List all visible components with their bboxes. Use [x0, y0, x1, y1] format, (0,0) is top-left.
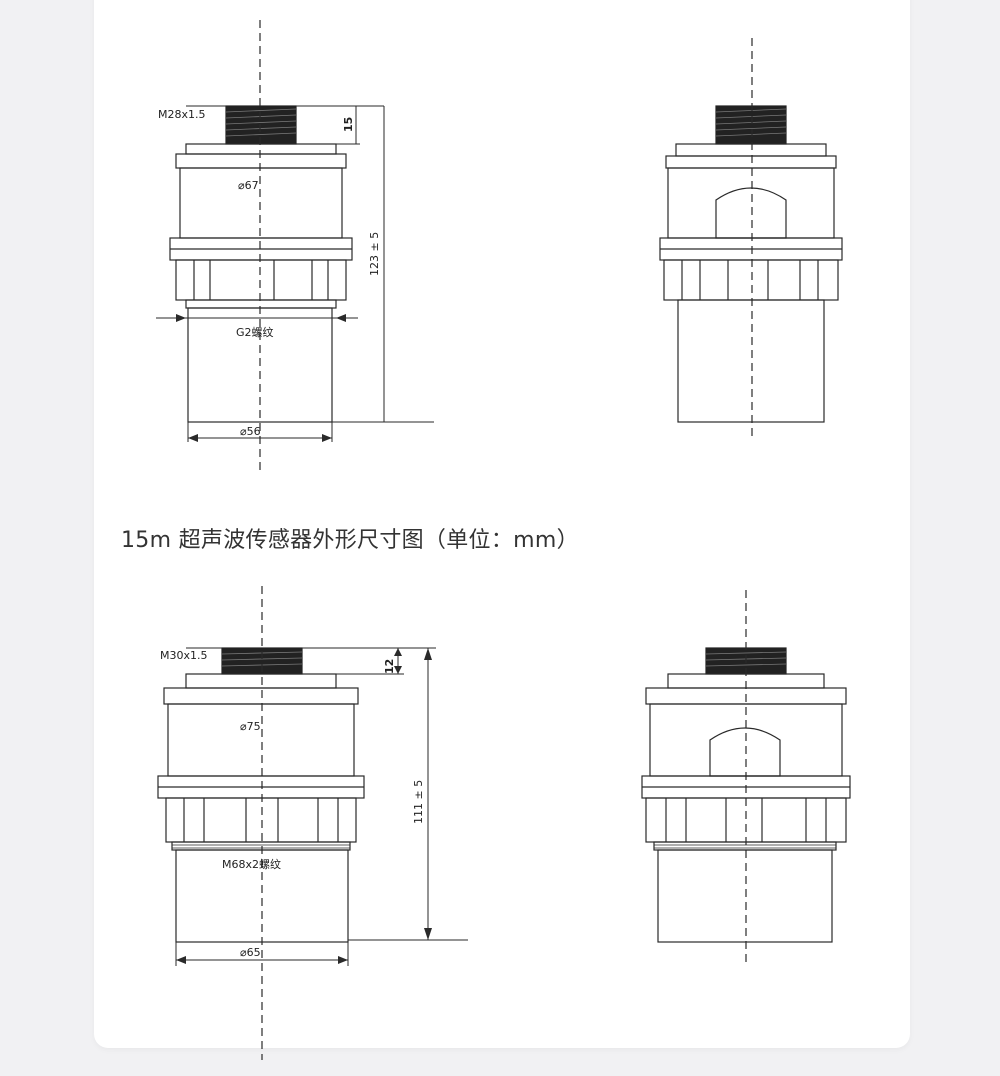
bottom-diameter-label: ⌀56 [240, 425, 261, 438]
bottom-diameter-label-2: ⌀65 [240, 946, 261, 959]
total-height-label: 123 ± 5 [368, 232, 381, 276]
total-height-label-2: 111 ± 5 [412, 780, 425, 824]
top-height-label: 15 [342, 117, 355, 132]
thread-label-2: M30x1.5 [160, 649, 208, 662]
thread-label: M28x1.5 [158, 108, 206, 121]
bottom-sensor-drawing: M30x1.5 ⌀75 M68x2螺纹 ⌀65 12 111 ± 5 [157, 586, 851, 1060]
figure-caption: 15m 超声波传感器外形尺寸图（单位：mm） [121, 528, 579, 553]
content-card [94, 0, 910, 1048]
top-height-label-2: 12 [383, 659, 396, 674]
top-sensor-drawing: M28x1.5 ⌀67 G2螺纹 ⌀56 15 123 ± 5 [156, 20, 843, 470]
mount-thread-label: G2螺纹 [236, 325, 274, 339]
thread-top-icon [225, 105, 297, 145]
body-diameter-label-2: ⌀75 [240, 720, 261, 733]
thread-side-icon [715, 105, 787, 145]
body-diameter-label: ⌀67 [238, 179, 259, 192]
mount-thread-label-2: M68x2螺纹 [222, 857, 281, 871]
